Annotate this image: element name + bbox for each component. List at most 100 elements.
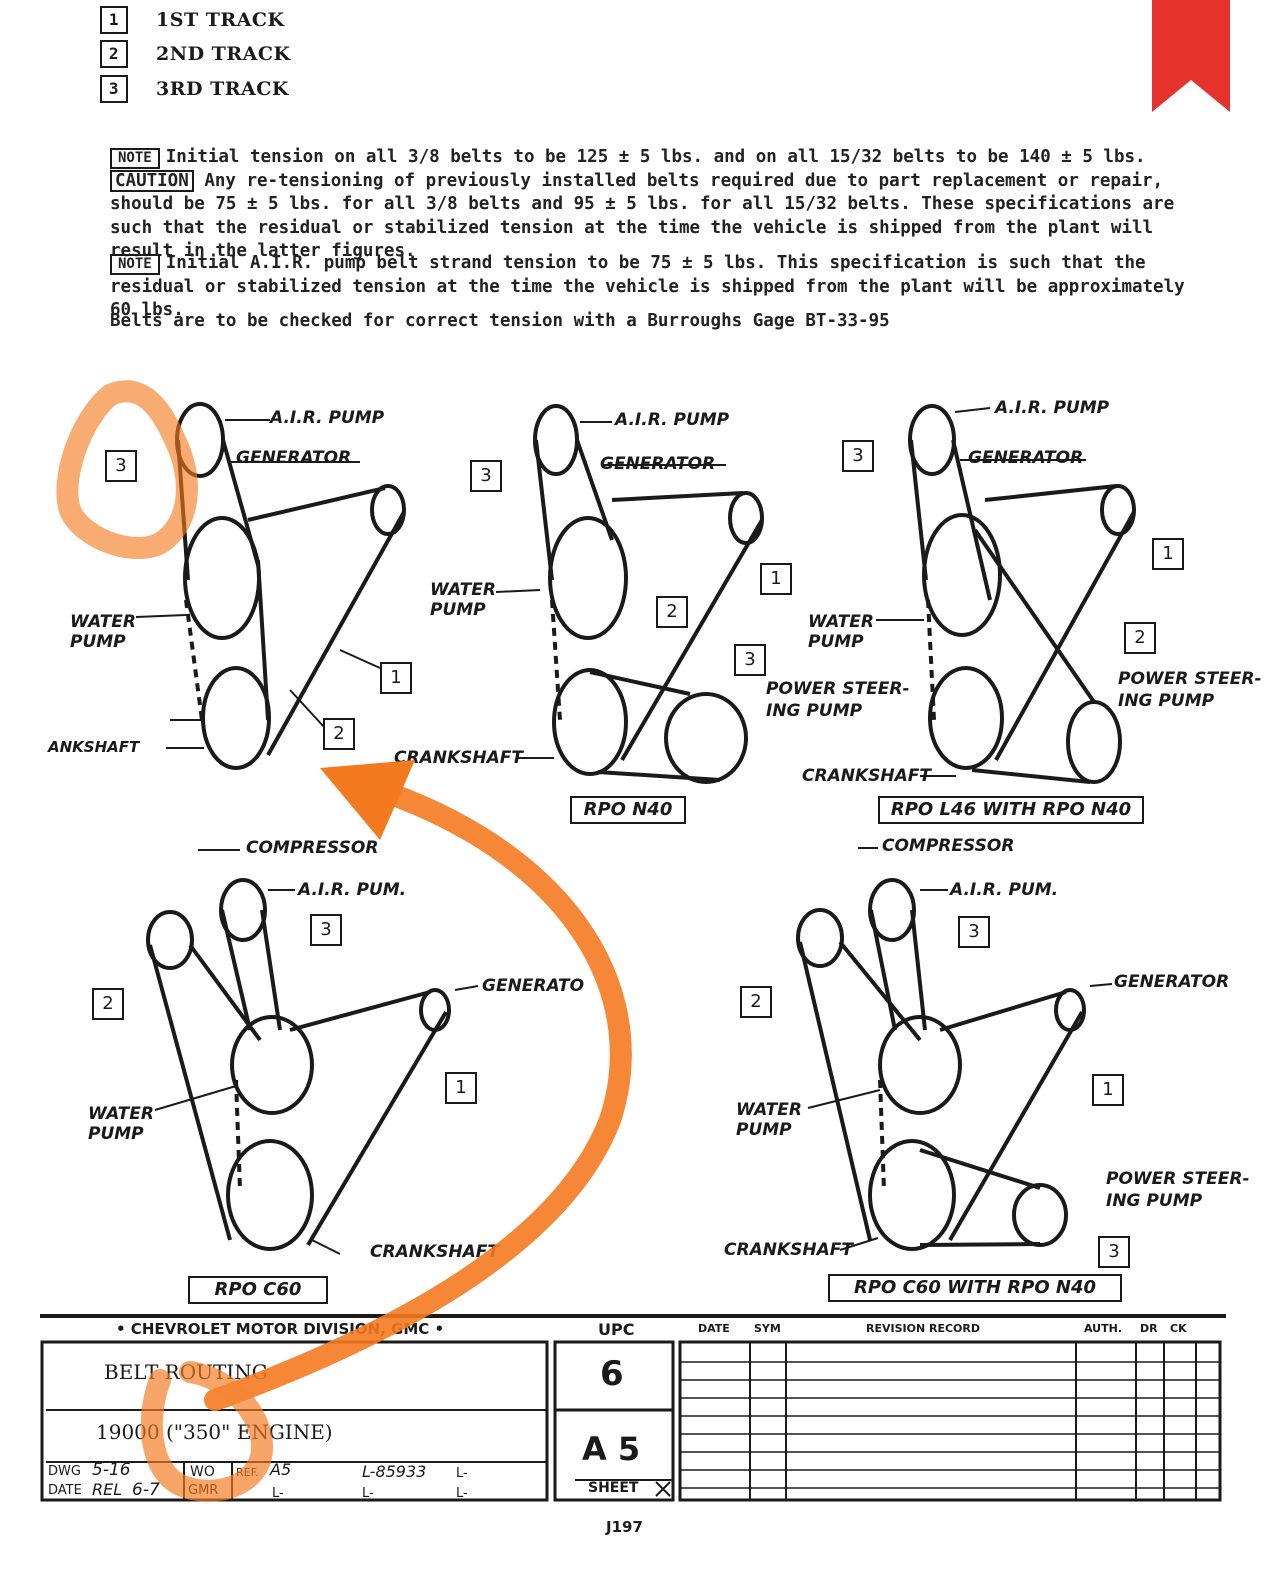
label-crankshaft: ANKSHAFT: [48, 738, 140, 756]
rev-header-auth: AUTH.: [1084, 1322, 1122, 1335]
label-air-pump: A.I.R. PUMP: [995, 398, 1110, 418]
label-air-pump: A.I.R. PUM.: [298, 880, 407, 900]
label-crankshaft: CRANKSHAFT: [394, 748, 523, 768]
circle-annotation-track-3: [56, 380, 198, 559]
note-text-retension: Any re-tensioning of previously installe…: [110, 170, 1175, 262]
rpo-label-n40: RPO N40: [570, 796, 686, 824]
l-number: L-85933: [362, 1462, 427, 1481]
track-1-marker: 1: [1092, 1074, 1124, 1106]
legend-item-2: 2 2ND TRACK: [100, 40, 291, 68]
rel-value: 6-7: [132, 1480, 160, 1500]
sheet-label: SHEET: [588, 1480, 639, 1496]
wo-label: WO: [190, 1464, 215, 1480]
date-label: DATE: [48, 1483, 82, 1498]
caution-tag: CAUTION: [110, 169, 194, 192]
diagram-rpo-n40: [533, 404, 764, 784]
track-2-marker: 2: [1124, 622, 1156, 654]
rev-header-sym: SYM: [754, 1322, 781, 1335]
rpo-label-c60-n40: RPO C60 WITH RPO N40: [828, 1274, 1122, 1302]
rev-header-record: REVISION RECORD: [866, 1322, 981, 1335]
note-tag: NOTE: [110, 254, 160, 275]
note-gauge: Belts are to be checked for correct tens…: [110, 311, 890, 331]
legend-label: 2ND TRACK: [156, 43, 291, 65]
upc-label: UPC: [598, 1320, 635, 1339]
label-compressor: COMPRESSOR: [246, 838, 379, 858]
track-1-marker: 1: [760, 563, 792, 595]
dwg-value: 5-16: [92, 1460, 131, 1480]
legend-item-1: 1 1ST TRACK: [100, 6, 285, 34]
rev-header-date: DATE: [698, 1322, 730, 1335]
ref-value: A5: [270, 1460, 292, 1479]
track-2-marker: 2: [323, 718, 355, 750]
rpo-label-c60: RPO C60: [188, 1276, 328, 1304]
legend-item-3: 3 3RD TRACK: [100, 75, 289, 103]
diagram-rpo-c60-n40: [796, 878, 1086, 1251]
legend-number: 3: [100, 75, 128, 103]
label-compressor: COMPRESSOR: [882, 836, 1015, 856]
l-blank: L-: [272, 1486, 284, 1501]
page-number: J197: [606, 1518, 643, 1536]
label-crankshaft: CRANKSHAFT: [724, 1240, 853, 1260]
label-crankshaft: CRANKSHAFT: [370, 1242, 499, 1262]
rev-header-dr: DR: [1140, 1322, 1158, 1335]
legend-label: 3RD TRACK: [156, 78, 289, 100]
label-power-steering-pump: POWER STEER-ING PUMP: [766, 679, 910, 721]
circle-annotation-title: [140, 1361, 274, 1502]
label-generator: GENERATOR: [1114, 972, 1230, 992]
track-1-marker: 1: [380, 662, 412, 694]
label-crankshaft: CRANKSHAFT: [802, 766, 931, 786]
arrow-annotation-curve: [204, 779, 632, 1411]
track-3-marker: 3: [958, 916, 990, 948]
track-2-marker: 2: [740, 986, 772, 1018]
legend-number: 1: [100, 6, 128, 34]
legend-number: 2: [100, 40, 128, 68]
label-power-steering-pump: POWER STEER-ING PUMP: [1118, 669, 1262, 711]
track-3-marker: 3: [105, 450, 137, 482]
track-3-marker: 3: [734, 644, 766, 676]
track-3-marker: 3: [842, 440, 874, 472]
track-1-marker: 1: [1152, 538, 1184, 570]
label-generator: GENERATOR: [600, 454, 716, 474]
drawing-subtitle: 19000 ("350" ENGINE): [96, 1420, 333, 1444]
label-air-pump: A.I.R. PUMP: [270, 408, 385, 428]
note-text: Initial tension on all 3/8 belts to be 1…: [165, 147, 1146, 167]
track-2-marker: 2: [92, 988, 124, 1020]
label-generator: GENERATOR: [236, 448, 352, 468]
label-air-pump: A.I.R. PUMP: [615, 410, 730, 430]
note-tag: NOTE: [110, 148, 160, 169]
arrow-head-icon: [320, 760, 415, 840]
dwg-label: DWG: [48, 1464, 81, 1479]
l-blank: L-: [456, 1466, 468, 1481]
track-2-marker: 2: [656, 596, 688, 628]
l-blank: L-: [362, 1486, 374, 1501]
section-number: A 5: [582, 1430, 641, 1468]
track-3-marker: 3: [470, 460, 502, 492]
label-air-pump: A.I.R. PUM.: [950, 880, 1059, 900]
track-3-marker: 3: [310, 914, 342, 946]
track-3-marker: 3: [1098, 1236, 1130, 1268]
rev-header-ck: CK: [1170, 1322, 1187, 1335]
label-generator: GENERATOR: [968, 448, 1084, 468]
label-power-steering-pump: POWER STEER-ING PUMP: [1106, 1169, 1250, 1211]
upc-number: 6: [600, 1354, 624, 1394]
l-blank: L-: [456, 1486, 468, 1501]
diagram-rpo-c60: [146, 878, 451, 1251]
bookmark-icon[interactable]: [1152, 0, 1230, 112]
track-1-marker: 1: [445, 1072, 477, 1104]
rpo-label-l46-n40: RPO L46 WITH RPO N40: [878, 796, 1144, 824]
rel-label: REL: [92, 1480, 123, 1499]
note-text: Initial A.I.R. pump belt strand tension …: [110, 253, 1185, 320]
legend-label: 1ST TRACK: [156, 9, 285, 31]
label-generator: GENERATO: [482, 976, 585, 996]
diagram-rpo-l46-n40: [908, 404, 1136, 784]
